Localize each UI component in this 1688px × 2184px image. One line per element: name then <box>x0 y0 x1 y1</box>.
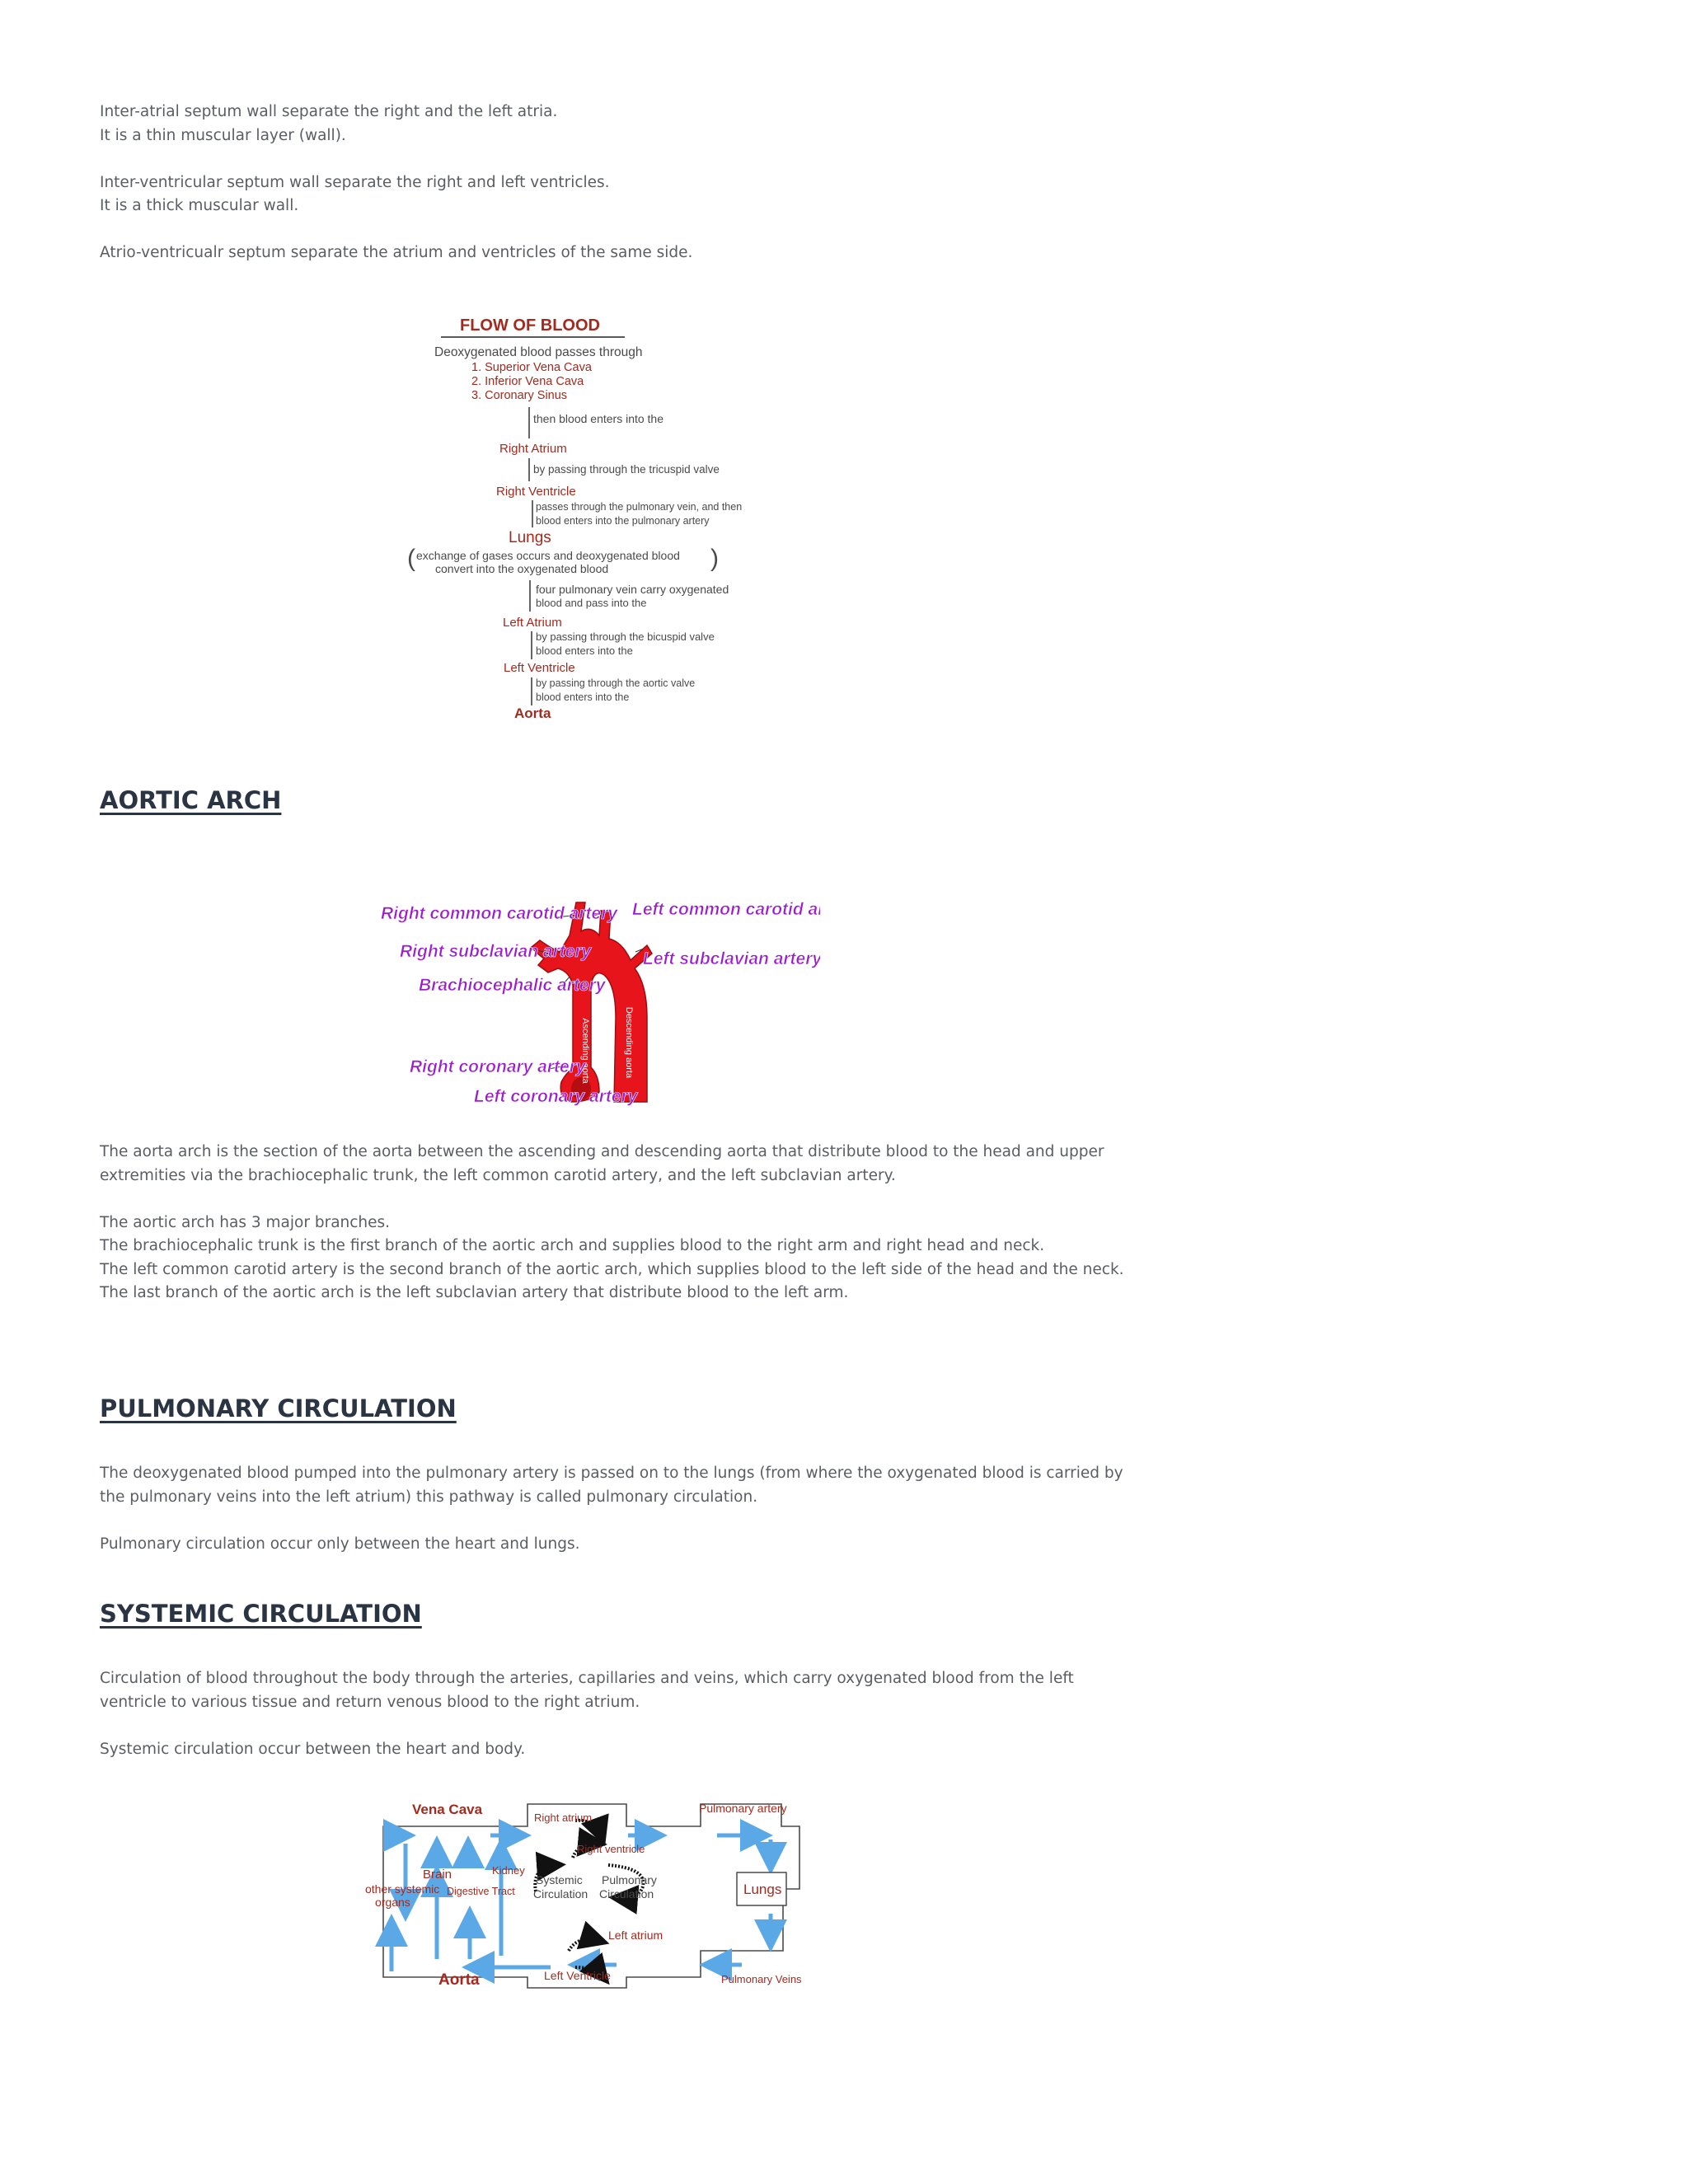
left-atrium-label: Left Atrium <box>503 616 562 630</box>
source-item: 3. Coronary Sinus <box>471 389 567 402</box>
systemic-circulation-heading: SYSTEMIC CIRCULATION <box>100 1600 422 1628</box>
text-line: The last branch of the aortic arch is th… <box>100 1284 849 1301</box>
brachiocephalic-label: Brachiocephalic artery <box>419 976 607 995</box>
aortic-arch-paragraph: The aorta arch is the section of the aor… <box>100 1141 1124 1305</box>
text-line <box>100 148 692 171</box>
kidney-label: Kidney <box>492 1864 525 1877</box>
step-note: blood enters into the pulmonary artery <box>536 515 710 527</box>
systemic-paragraph: Circulation of blood throughout the body… <box>100 1667 1074 1761</box>
left-common-carotid-label: Left common carotid artery <box>632 900 820 919</box>
text-line: Atrio-ventricualr septum separate the at… <box>100 244 693 261</box>
systemic-label: Circulation <box>533 1887 588 1900</box>
text-line: The aortic arch has 3 major branches. <box>100 1213 391 1231</box>
text-line: Inter-ventricular septum wall separate t… <box>100 173 610 191</box>
aortic-arch-figure: Ascending aorta Descending aorta Right c… <box>381 900 820 1107</box>
pulmonary-veins-label: Pulmonary Veins <box>721 1973 802 1985</box>
septum-paragraph: Inter-atrial septum wall separate the ri… <box>100 101 692 265</box>
step-note: then blood enters into the <box>533 412 663 425</box>
ascending-aorta-label: Ascending aorta <box>580 1018 590 1084</box>
text-line <box>100 1188 1124 1212</box>
text-line: It is a thin muscular layer (wall). <box>100 126 346 144</box>
aortic-arch-heading: AORTIC ARCH <box>100 786 282 814</box>
exchange-note: exchange of gases occurs and deoxygenate… <box>416 549 680 562</box>
pulmonary-label: Circulation <box>599 1887 654 1900</box>
left-ventricle-label: Left Ventricle <box>504 661 575 675</box>
descending-aorta-label: Descending aorta <box>624 1007 634 1079</box>
aorta-label: Aorta <box>514 705 551 721</box>
pulmonary-paragraph: The deoxygenated blood pumped into the p… <box>100 1462 1123 1556</box>
text-line <box>100 1714 1074 1738</box>
text-line: the pulmonary veins into the left atrium… <box>100 1488 758 1506</box>
left-coronary-label: Left coronary artery <box>474 1087 639 1106</box>
step-note: four pulmonary vein carry oxygenated <box>536 583 729 596</box>
text-line: The aorta arch is the section of the aor… <box>100 1143 1104 1160</box>
brain-label: Brain <box>423 1868 452 1882</box>
right-subclavian-label: Right subclavian artery <box>400 942 593 961</box>
digestive-tract-label: Digestive Tract <box>447 1886 515 1897</box>
pulmonary-label: Pulmonary <box>602 1873 657 1886</box>
step-note: blood and pass into the <box>536 597 646 609</box>
left-subclavian-label: Left subclavian artery <box>643 949 820 968</box>
text-line: Systemic circulation occur between the h… <box>100 1740 526 1758</box>
aorta-label: Aorta <box>438 1971 480 1989</box>
pulmonary-artery-label: Pulmonary artery <box>699 1802 787 1815</box>
text-line: The brachiocephalic trunk is the first b… <box>100 1237 1045 1254</box>
step-note: blood enters into the <box>536 691 629 703</box>
text-line <box>100 1509 1123 1533</box>
text-line: Inter-atrial septum wall separate the ri… <box>100 103 558 120</box>
lungs-label: Lungs <box>509 529 551 546</box>
step-note: by passing through the aortic valve <box>536 677 695 689</box>
lungs-label: Lungs <box>743 1882 781 1897</box>
right-atrium-label: Right atrium <box>534 1811 592 1824</box>
left-atrium-label: Left atrium <box>608 1929 663 1942</box>
right-ventricle-label: Right ventricle <box>577 1843 645 1855</box>
flow-of-blood-figure: FLOW OF BLOOD Deoxygenated blood passes … <box>407 316 742 721</box>
text-line: The deoxygenated blood pumped into the p… <box>100 1465 1123 1482</box>
right-coronary-label: Right coronary artery <box>410 1057 587 1076</box>
exchange-note: convert into the oxygenated blood <box>435 562 608 575</box>
right-atrium-label: Right Atrium <box>499 442 567 456</box>
text-line: Pulmonary circulation occur only between… <box>100 1535 580 1553</box>
figure-title: FLOW OF BLOOD <box>460 316 600 335</box>
aorta-shape <box>530 902 653 1103</box>
text-line: The left common carotid artery is the se… <box>100 1260 1124 1278</box>
text-line: ventricle to various tissue and return v… <box>100 1693 640 1711</box>
right-ventricle-label: Right Ventricle <box>496 485 576 499</box>
text-line: It is a thick muscular wall. <box>100 197 299 214</box>
pulmonary-circulation-heading: PULMONARY CIRCULATION <box>100 1394 457 1422</box>
text-line: extremities via the brachiocephalic trun… <box>100 1166 896 1184</box>
text-line: Circulation of blood throughout the body… <box>100 1670 1074 1687</box>
chamber-flow-arrows <box>533 1813 645 1985</box>
svg-text:): ) <box>710 545 719 572</box>
other-organs-label: organs <box>375 1896 410 1909</box>
left-ventricle-label: Left Ventricle <box>544 1969 611 1982</box>
step-note: passes through the pulmonary vein, and t… <box>536 501 742 513</box>
step-note: by passing through the bicuspid valve <box>536 630 715 643</box>
text-line <box>100 218 692 242</box>
source-item: 2. Inferior Vena Cava <box>471 375 584 388</box>
figure-subtitle: Deoxygenated blood passes through <box>434 345 643 359</box>
vena-cava-label: Vena Cava <box>412 1802 483 1817</box>
source-item: 1. Superior Vena Cava <box>471 361 593 374</box>
svg-text:(: ( <box>407 545 415 572</box>
step-note: by passing through the tricuspid valve <box>533 463 720 476</box>
other-organs-label: other systemic <box>365 1882 439 1896</box>
step-note: blood enters into the <box>536 644 633 657</box>
systemic-label: Systemic <box>536 1873 583 1886</box>
right-common-carotid-label: Right common carotid artery <box>381 904 618 923</box>
circulation-diagram: Vena Cava Right atrium Pulmonary artery … <box>365 1802 802 1989</box>
